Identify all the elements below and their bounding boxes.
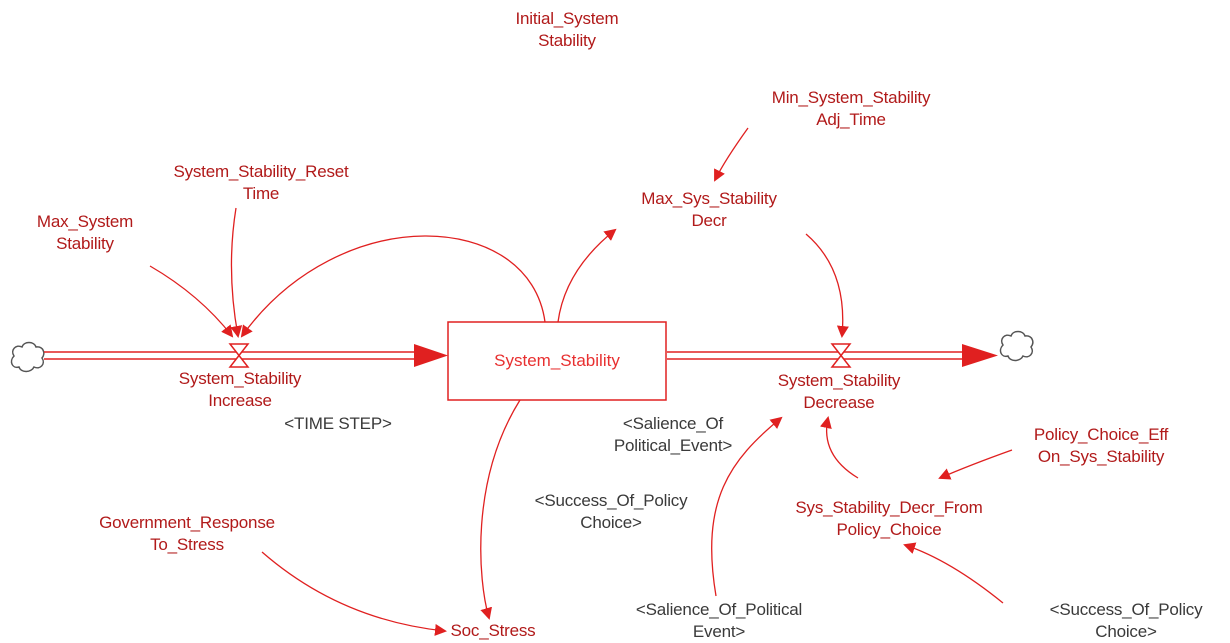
max-system-stability-label: Max_System Stability [37,211,133,255]
label-line: Stability [56,234,114,253]
label-line: <Salience_Of [622,414,724,433]
time-step-shadow-label: <TIME STEP> [284,413,392,435]
label-line: Increase [208,391,272,410]
outflow-pipe [667,351,966,360]
sink-cloud-icon [999,330,1034,362]
label-line: Policy_Choice [836,520,942,539]
link-policy-eff-to-decr-from-policy [938,449,1013,480]
source-cloud-icon [10,341,45,373]
label-line: Decr [691,211,727,230]
label-line: Event> [692,622,746,641]
link-min-adj-to-max-decr [714,127,749,182]
increase-valve-icon [228,343,250,368]
label-line: System_Stability [777,371,901,390]
label-line: Sys_Stability_Decr_From [795,498,983,517]
label-line: On_Sys_Stability [1037,447,1165,466]
link-success-to-decr-from-policy [903,542,1004,604]
link-stock-to-soc-stress [480,399,521,620]
label-line: Time [242,184,280,203]
system-stability-increase-label: System_Stability Increase [178,368,302,412]
system-stability-stock: System_Stability [448,322,666,400]
policy-choice-eff-on-sys-stability-label: Policy_Choice_Eff On_Sys_Stability [1034,424,1168,468]
label-line: System_Stability [178,369,302,388]
label-line: Max_Sys_Stability [641,189,777,208]
link-salience-to-decrease [711,416,783,597]
link-stock-to-increase [240,235,546,338]
link-max-system-to-increase [149,265,234,338]
label-line: To_Stress [150,535,224,554]
stock-box [447,321,667,401]
max-sys-stability-decr-label: Max_Sys_Stability Decr [641,188,777,232]
label-line: Choice> [580,513,642,532]
label-line: Max_System [36,212,134,231]
success-shadow-label-mid: <Success_Of_Policy Choice> [535,490,688,534]
link-govt-response-to-soc-stress [261,551,447,636]
label-line: Political_Event> [613,436,733,455]
link-max-decr-to-decrease [805,233,849,338]
sys-stability-decr-from-policy-choice-label: Sys_Stability_Decr_From Policy_Choice [795,497,982,541]
label-line: Government_Response [99,513,275,532]
label-line: Policy_Choice_Eff [1033,425,1169,444]
link-reset-time-to-increase [230,207,243,338]
inflow-arrowhead [414,344,448,367]
label-line: Min_System_Stability [771,88,931,107]
outflow-arrowhead [962,344,998,367]
label-line: <Salience_Of_Political [635,600,803,619]
label-line: Soc_Stress [450,621,536,640]
salience-shadow-label-mid: <Salience_Of Political_Event> [614,413,732,457]
label-line: <Success_Of_Policy [534,491,688,510]
label-line: <Success_Of_Policy [1049,600,1203,619]
system-stability-decrease-label: System_Stability Decrease [777,370,901,414]
label-line: Decrease [803,393,875,412]
system-stability-reset-time-label: System_Stability_Reset Time [173,161,348,205]
salience-shadow-label-bottom: <Salience_Of_Political Event> [636,599,802,643]
label-line: Choice> [1095,622,1157,641]
label-line: Initial_System [515,9,619,28]
label-line: <TIME STEP> [284,414,392,433]
link-decr-from-policy-to-decrease [820,416,859,479]
initial-system-stability-label: Initial_System Stability [515,8,618,52]
stock-label: System_Stability [494,351,620,370]
label-line: Adj_Time [816,110,886,129]
success-shadow-label-bottom: <Success_Of_Policy Choice> [1050,599,1203,643]
label-line: System_Stability_Reset [173,162,349,181]
decrease-valve-icon [830,343,852,368]
min-system-stability-adj-time-label: Min_System_Stability Adj_Time [772,87,931,131]
inflow-pipe [44,351,418,360]
label-line: Stability [538,31,596,50]
link-stock-to-max-decr [557,228,617,323]
government-response-to-stress-label: Government_Response To_Stress [99,512,275,556]
soc-stress-label: Soc_Stress [451,620,536,642]
